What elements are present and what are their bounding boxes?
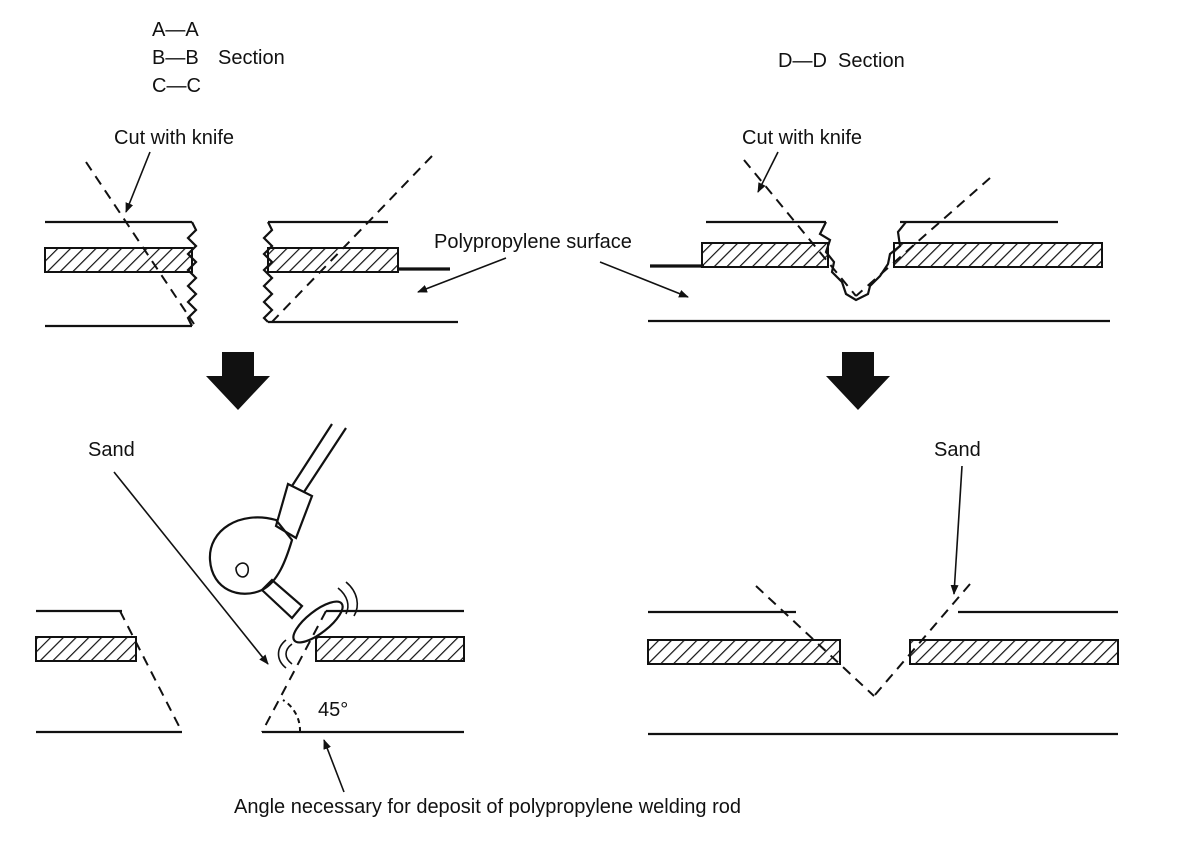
angle-note: Angle necessary for deposit of polypropy… bbox=[234, 796, 741, 818]
sander-motion-a bbox=[337, 587, 349, 615]
cut-line-d-right bbox=[855, 177, 991, 297]
down-arrow-icon bbox=[826, 352, 890, 410]
cut-line-d-left bbox=[743, 159, 857, 297]
cut-knife-label-right: Cut with knife bbox=[742, 127, 862, 149]
section-word: Section bbox=[218, 47, 285, 69]
cut-line-right-a bbox=[269, 155, 433, 325]
sander-neck bbox=[260, 578, 304, 620]
v-groove-right bbox=[873, 583, 971, 697]
sander-motion-c bbox=[285, 643, 293, 665]
bevel-b-left bbox=[119, 610, 183, 733]
sander-body bbox=[208, 516, 294, 595]
hatched-layer-d-left bbox=[701, 242, 829, 268]
header-left: A—A B—B Section C—C bbox=[152, 19, 285, 97]
hatched-layer-d-right bbox=[893, 242, 1103, 268]
sander-motion-b bbox=[345, 581, 359, 617]
hatched-layer-b-right bbox=[315, 636, 465, 662]
sander-hose-a bbox=[291, 423, 333, 487]
angle-arc bbox=[282, 699, 302, 733]
cut-knife-pointer-right bbox=[757, 151, 779, 193]
top-right-section: Cut with knife bbox=[648, 127, 1110, 323]
hatched-layer-d-left-2 bbox=[647, 639, 841, 665]
rough-edge-right bbox=[262, 221, 274, 323]
rough-groove-d bbox=[818, 221, 907, 302]
bottom-right-section: Sand bbox=[647, 439, 1119, 736]
sander-trigger bbox=[235, 562, 250, 578]
angle-note-pointer bbox=[323, 739, 345, 793]
cut-knife-pointer-left bbox=[125, 151, 151, 213]
pp-surface-label: Polypropylene surface bbox=[434, 231, 632, 253]
section-label-bb: B—B bbox=[152, 47, 199, 69]
sander-pad bbox=[292, 600, 344, 644]
down-arrow-icon bbox=[206, 352, 270, 410]
cut-line-left-a bbox=[85, 161, 195, 325]
pp-surface-pointer-left bbox=[417, 257, 507, 293]
sand-label-right: Sand bbox=[934, 439, 981, 461]
sand-pointer-right bbox=[950, 465, 963, 595]
bottom-left-section: Sand 45° Angle necessary bbox=[35, 423, 741, 818]
section-label-cc: C—C bbox=[152, 75, 201, 97]
top-left-section: Cut with knife bbox=[44, 127, 458, 328]
hatched-layer-b-left bbox=[35, 636, 137, 662]
bevel-b-right bbox=[261, 610, 327, 733]
sander-motion-d bbox=[277, 639, 287, 669]
sand-label-left: Sand bbox=[88, 439, 135, 461]
v-groove-left bbox=[755, 585, 875, 697]
sander-handle bbox=[274, 482, 314, 540]
sand-pointer-left bbox=[113, 471, 269, 665]
sander-icon bbox=[208, 423, 359, 669]
cut-knife-label-left: Cut with knife bbox=[114, 127, 234, 149]
hatched-layer-d-right-2 bbox=[909, 639, 1119, 665]
sander-hose-b bbox=[303, 427, 347, 493]
hatched-layer-left-a bbox=[44, 247, 193, 273]
section-label-dd: D—D Section bbox=[778, 50, 905, 72]
angle-value-label: 45° bbox=[318, 699, 348, 721]
rough-edge-left bbox=[186, 221, 198, 327]
section-label-aa: A—A bbox=[152, 19, 199, 41]
pp-surface-pointer-right bbox=[599, 261, 689, 298]
